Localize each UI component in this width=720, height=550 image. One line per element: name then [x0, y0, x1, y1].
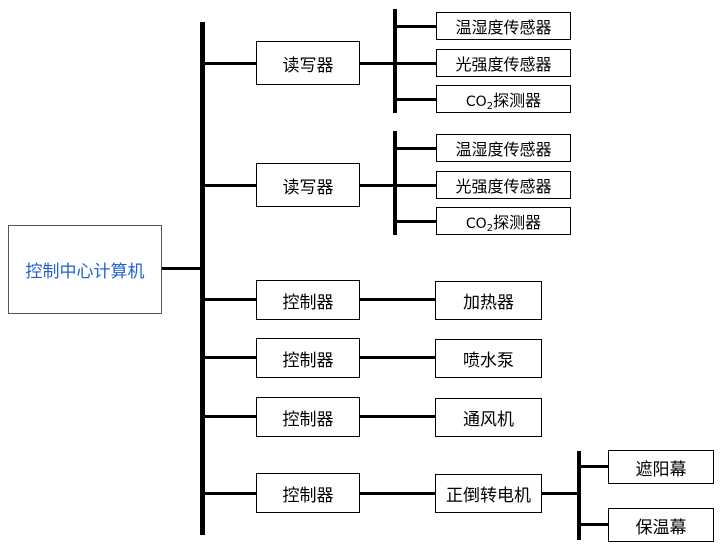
motor-output-label: 遮阳幕	[635, 459, 687, 480]
motor-output-label: 保温幕	[635, 517, 687, 538]
sensor-label: 温湿度传感器	[455, 140, 552, 159]
central-computer-box: 控制中心计算机	[8, 225, 162, 314]
device-box: 通风机	[435, 398, 542, 437]
reader-2-sensor-bus	[393, 131, 397, 235]
device-box: 正倒转电机	[435, 474, 542, 513]
controller-label: 控制器	[282, 409, 334, 430]
reader-2-connector	[359, 184, 397, 187]
sensor-box: 光强度传感器	[436, 171, 571, 199]
reader-2-sensor-branch	[395, 147, 437, 150]
reader-1-sensor-branch	[395, 98, 437, 101]
motor-output-branch	[579, 465, 609, 468]
central-connector	[161, 267, 202, 270]
sensor-label: 光强度传感器	[455, 55, 552, 74]
motor-output-bus	[577, 451, 581, 540]
reader-label: 读写器	[282, 55, 334, 76]
bus-branch-controller-4	[203, 492, 256, 495]
reader-2-sensor-branch	[395, 184, 437, 187]
controller-box: 控制器	[256, 280, 360, 320]
device-label: 喷水泵	[463, 351, 514, 371]
reader-2-sensor-branch	[395, 220, 437, 223]
motor-output-box: 保温幕	[608, 508, 714, 542]
sensor-box: CO2探测器	[436, 85, 571, 113]
device-label: 加热器	[463, 293, 514, 313]
controller-3-connector	[359, 415, 436, 418]
central-computer-label: 控制中心计算机	[25, 262, 145, 282]
motor-connector	[541, 492, 581, 495]
controller-box: 控制器	[256, 473, 360, 513]
reader-1-connector	[359, 62, 397, 65]
reader-1-sensor-branch	[395, 25, 437, 28]
reader-1-sensor-bus	[393, 9, 397, 113]
sensor-box: 温湿度传感器	[436, 134, 571, 162]
sensor-label: CO2探测器	[465, 90, 542, 112]
reader-box: 读写器	[256, 163, 360, 207]
bus-branch-controller-3	[203, 415, 256, 418]
bus-branch-controller-1	[203, 298, 256, 301]
sensor-label: 温湿度传感器	[455, 18, 552, 37]
controller-label: 控制器	[282, 350, 334, 371]
device-label: 正倒转电机	[446, 486, 531, 506]
controller-box: 控制器	[256, 338, 360, 378]
main-bus-line	[200, 22, 205, 535]
controller-1-connector	[359, 298, 436, 301]
controller-label: 控制器	[282, 485, 334, 506]
sensor-box: 温湿度传感器	[436, 12, 571, 40]
sensor-box: CO2探测器	[436, 207, 571, 235]
sensor-label: CO2探测器	[465, 212, 542, 234]
device-box: 加热器	[435, 281, 542, 320]
bus-branch-reader-2	[203, 184, 256, 187]
reader-1-sensor-branch	[395, 62, 437, 65]
bus-branch-controller-2	[203, 356, 256, 359]
reader-box: 读写器	[256, 41, 360, 85]
controller-box: 控制器	[256, 397, 360, 437]
bus-branch-reader-1	[203, 62, 256, 65]
device-box: 喷水泵	[435, 339, 542, 378]
motor-output-branch	[579, 523, 609, 526]
controller-label: 控制器	[282, 292, 334, 313]
reader-label: 读写器	[282, 177, 334, 198]
motor-output-box: 遮阳幕	[608, 450, 714, 484]
controller-4-connector	[359, 492, 436, 495]
device-label: 通风机	[463, 410, 514, 430]
sensor-box: 光强度传感器	[436, 49, 571, 77]
controller-2-connector	[359, 356, 436, 359]
sensor-label: 光强度传感器	[455, 177, 552, 196]
